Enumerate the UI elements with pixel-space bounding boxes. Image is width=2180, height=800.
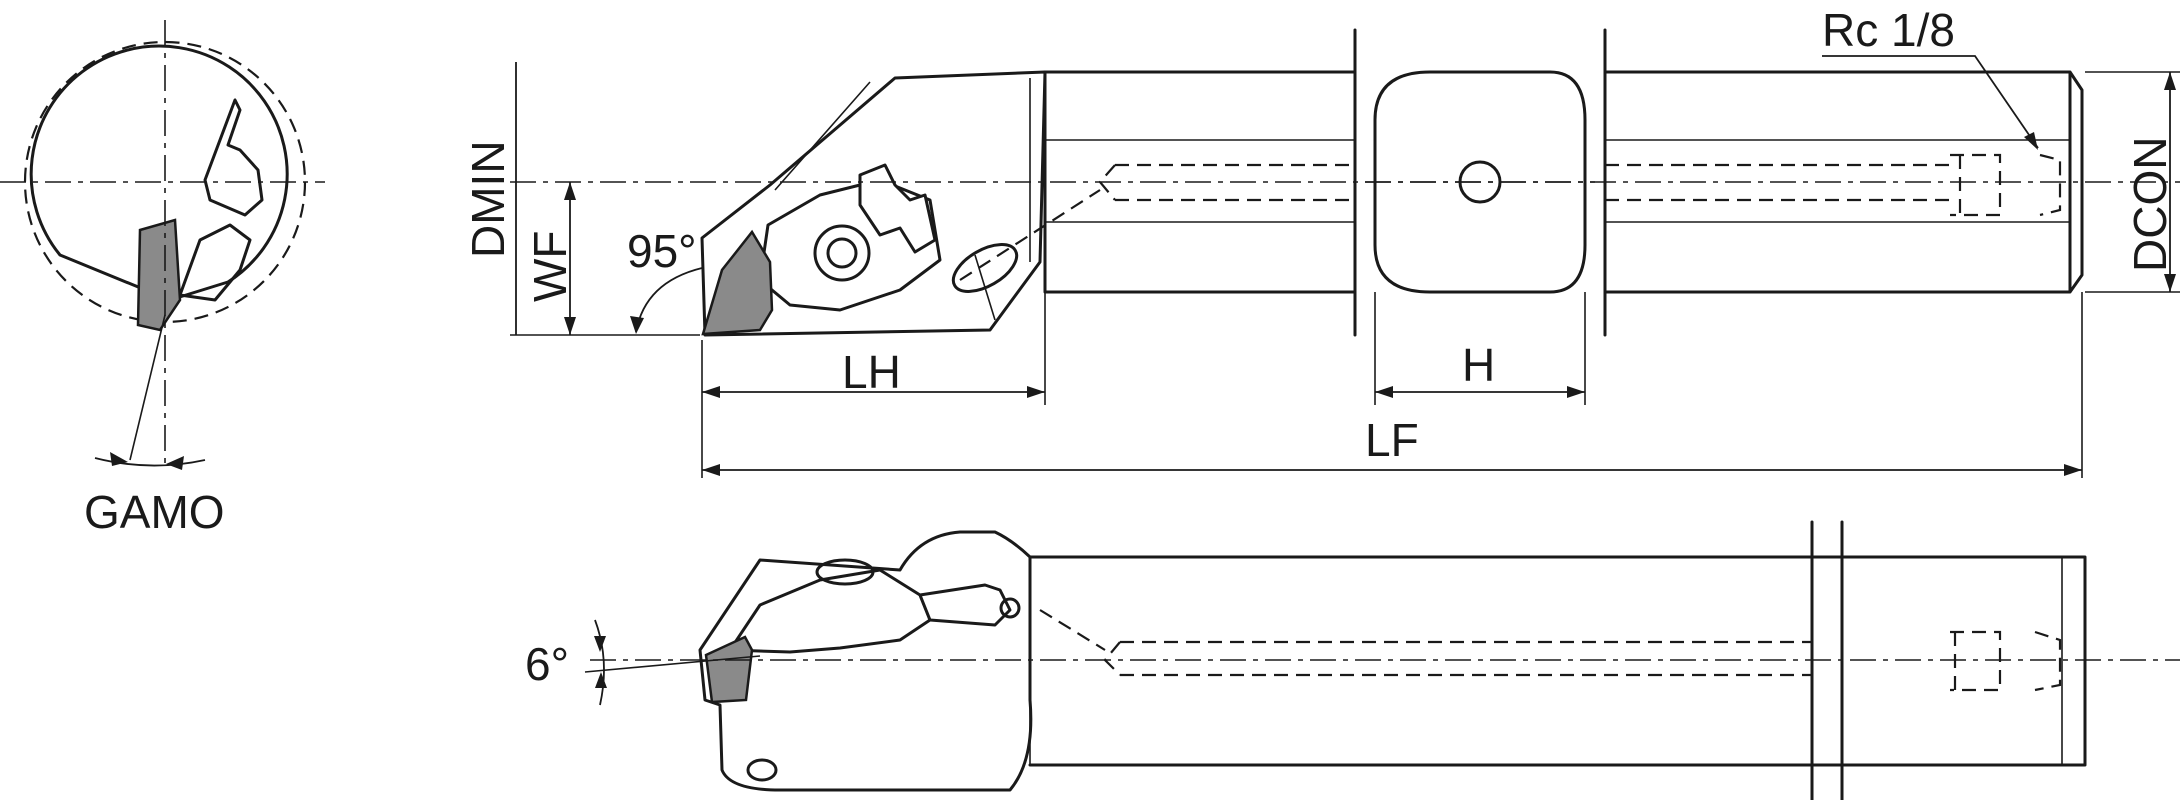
thread-port-dashed — [1950, 153, 2062, 217]
side-head-outline — [698, 530, 1033, 792]
angle-6-arc — [594, 619, 605, 706]
gamo-angle-arc — [94, 457, 206, 467]
wf-label: WF — [524, 230, 576, 302]
gamo-arrow-left — [110, 452, 128, 466]
side-drill-dashed — [1039, 609, 1121, 676]
dcon-arrow-top — [2164, 72, 2176, 90]
shank-section-2-outline — [1603, 70, 2084, 294]
wf-arrow-top — [564, 182, 576, 200]
wf-arrow-bottom — [564, 317, 576, 335]
gamo-reference-line — [129, 314, 166, 461]
h-label: H — [1462, 339, 1495, 391]
h-arrow-right — [1567, 386, 1585, 398]
head-body-outline — [700, 70, 1047, 337]
cross-section-outline — [1373, 70, 1587, 294]
side-clamp-lug — [918, 583, 1012, 627]
lh-arrow-right — [1027, 386, 1045, 398]
clamp-screw-outer — [813, 224, 871, 282]
gamo-label: GAMO — [84, 486, 225, 538]
thread-leader-line — [1822, 55, 2039, 149]
side-lug-hole — [999, 597, 1021, 619]
end-view-body-outline — [29, 44, 289, 302]
head-side-hole — [951, 243, 1019, 293]
top-view: DMIN WF 95° LH H LF Rc 1/8 — [462, 4, 2180, 478]
side-view: 6° — [525, 520, 2180, 800]
clamp-screw-inner — [826, 237, 858, 269]
lh-arrow-left — [702, 386, 720, 398]
side-insert — [704, 635, 754, 704]
lf-arrow-right — [2064, 464, 2082, 476]
thread-leader-arrow — [2024, 132, 2038, 150]
end-view-head-profile — [203, 98, 264, 217]
angle-6-reference-line — [584, 655, 761, 673]
end-view-clamp — [178, 223, 252, 302]
insert-top-view — [701, 229, 774, 336]
angle-95-arrow — [630, 316, 644, 334]
dcon-label: DCON — [2124, 137, 2176, 272]
end-view-insert — [136, 218, 182, 332]
lf-arrow-left — [702, 464, 720, 476]
angle-6-arrow-top — [594, 636, 606, 652]
angle-95-arc — [635, 267, 703, 333]
side-clamp-screw — [815, 558, 875, 586]
dcon-arrow-bottom — [2164, 274, 2176, 292]
side-lower-hole — [746, 758, 778, 782]
gamo-arrow-right — [166, 456, 184, 470]
angle-95-label: 95° — [627, 225, 697, 277]
thread-label: Rc 1/8 — [1822, 4, 1955, 56]
angle-6-label: 6° — [525, 638, 569, 690]
clamp-tab — [858, 163, 937, 254]
dmin-label: DMIN — [462, 140, 514, 258]
side-port-dashed — [1950, 630, 2062, 692]
angle-6-arrow-bottom — [595, 672, 607, 688]
end-view: GAMO — [0, 20, 325, 538]
lf-label: LF — [1365, 414, 1419, 466]
h-arrow-left — [1375, 386, 1393, 398]
lh-label: LH — [842, 346, 901, 398]
side-shank-outline — [1028, 555, 2087, 767]
